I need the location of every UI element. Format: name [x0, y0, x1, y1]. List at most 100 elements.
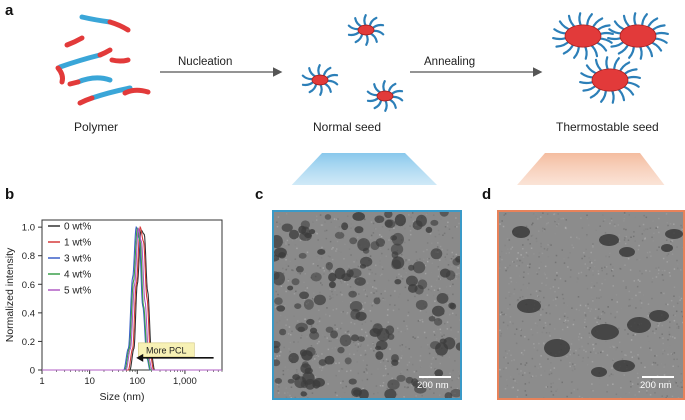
- particle: [351, 334, 359, 341]
- particle: [301, 350, 313, 360]
- particle: [370, 241, 379, 250]
- particle: [665, 229, 683, 239]
- zoom-wedge-c: [270, 153, 460, 185]
- particle: [440, 339, 447, 344]
- particle: [418, 279, 428, 289]
- particle: [544, 339, 570, 357]
- particle: [394, 279, 401, 284]
- particle: [330, 330, 338, 338]
- particle: [392, 251, 399, 258]
- normal-seed-1: [349, 15, 383, 45]
- particle: [274, 235, 283, 248]
- legend-label: 3 wt%: [64, 254, 91, 265]
- particle: [345, 357, 352, 364]
- particle: [599, 234, 619, 246]
- particle: [337, 347, 344, 354]
- scale-bar-label-c: 200 nm: [417, 380, 449, 391]
- annealing-label: Annealing: [424, 56, 475, 68]
- particle: [274, 359, 280, 366]
- particle: [306, 319, 314, 325]
- particle: [304, 233, 312, 238]
- particle: [354, 226, 363, 233]
- particle: [372, 323, 382, 334]
- particle: [352, 212, 365, 221]
- particle: [302, 361, 309, 368]
- particle: [413, 261, 425, 273]
- particle: [434, 318, 442, 326]
- particle: [426, 227, 433, 233]
- particle: [274, 341, 281, 348]
- legend-label: 1 wt%: [64, 238, 91, 249]
- particle: [275, 378, 282, 384]
- particle: [314, 295, 326, 306]
- particle: [440, 268, 451, 277]
- particle: [363, 248, 370, 254]
- particle: [517, 299, 541, 313]
- panel-label-c: c: [255, 186, 263, 203]
- particle: [325, 214, 331, 220]
- particle: [406, 276, 418, 287]
- micrograph-normal-seed-image: [274, 212, 460, 398]
- particle: [384, 212, 392, 218]
- thermostable-seed-1: [553, 13, 613, 58]
- particle: [356, 312, 367, 321]
- particle: [292, 374, 300, 380]
- y-tick-label: 0.8: [22, 251, 35, 262]
- panel-label-d: d: [482, 186, 491, 203]
- y-tick-label: 0.6: [22, 280, 35, 291]
- particle: [274, 297, 283, 305]
- particle: [335, 232, 345, 239]
- particle: [387, 379, 399, 389]
- scale-bar-d: [642, 376, 674, 378]
- stage-label-polymer: Polymer: [74, 120, 118, 134]
- particle: [309, 331, 319, 340]
- particle: [376, 340, 388, 350]
- particle: [374, 216, 384, 224]
- particle: [512, 226, 530, 238]
- particle: [413, 220, 423, 230]
- thermostable-seed-2: [608, 13, 668, 58]
- scale-bar-label-d: 200 nm: [640, 380, 672, 391]
- particle: [354, 277, 365, 286]
- x-tick-label: 1: [39, 376, 44, 387]
- legend-label: 5 wt%: [64, 286, 91, 297]
- particle: [437, 293, 449, 304]
- particle: [619, 247, 635, 257]
- normal-seed-illustration: [303, 15, 402, 111]
- particle: [613, 360, 635, 372]
- normal-seed-2: [303, 65, 337, 95]
- particle: [391, 354, 399, 362]
- y-tick-label: 1.0: [22, 223, 35, 234]
- particle: [292, 278, 300, 285]
- particle: [329, 282, 336, 289]
- normal-seed-3: [368, 81, 402, 111]
- particle: [349, 379, 357, 385]
- particle: [384, 389, 396, 398]
- particle: [448, 302, 455, 308]
- particle: [296, 266, 304, 273]
- stage-label-normal-seed: Normal seed: [313, 120, 381, 134]
- zoom-wedge-d: [497, 153, 682, 185]
- particle: [304, 299, 314, 310]
- particle: [391, 259, 401, 269]
- y-tick-label: 0.4: [22, 308, 35, 319]
- thermostable-seed-illustration: [553, 13, 668, 102]
- particle: [299, 292, 309, 300]
- particle: [375, 351, 383, 360]
- particle: [649, 310, 669, 322]
- particle: [388, 334, 395, 340]
- polymer-chains-illustration: [58, 17, 148, 103]
- particle: [301, 391, 307, 396]
- particle: [287, 286, 293, 291]
- y-tick-label: 0: [30, 366, 35, 377]
- particle: [289, 230, 299, 240]
- particle: [456, 342, 460, 350]
- particle: [328, 273, 336, 282]
- particle: [348, 291, 357, 298]
- particle: [319, 359, 327, 366]
- particle: [430, 220, 438, 226]
- nucleation-label: Nucleation: [178, 56, 232, 68]
- particle: [395, 214, 406, 226]
- scale-bar-c: [419, 376, 451, 378]
- particle: [301, 220, 310, 229]
